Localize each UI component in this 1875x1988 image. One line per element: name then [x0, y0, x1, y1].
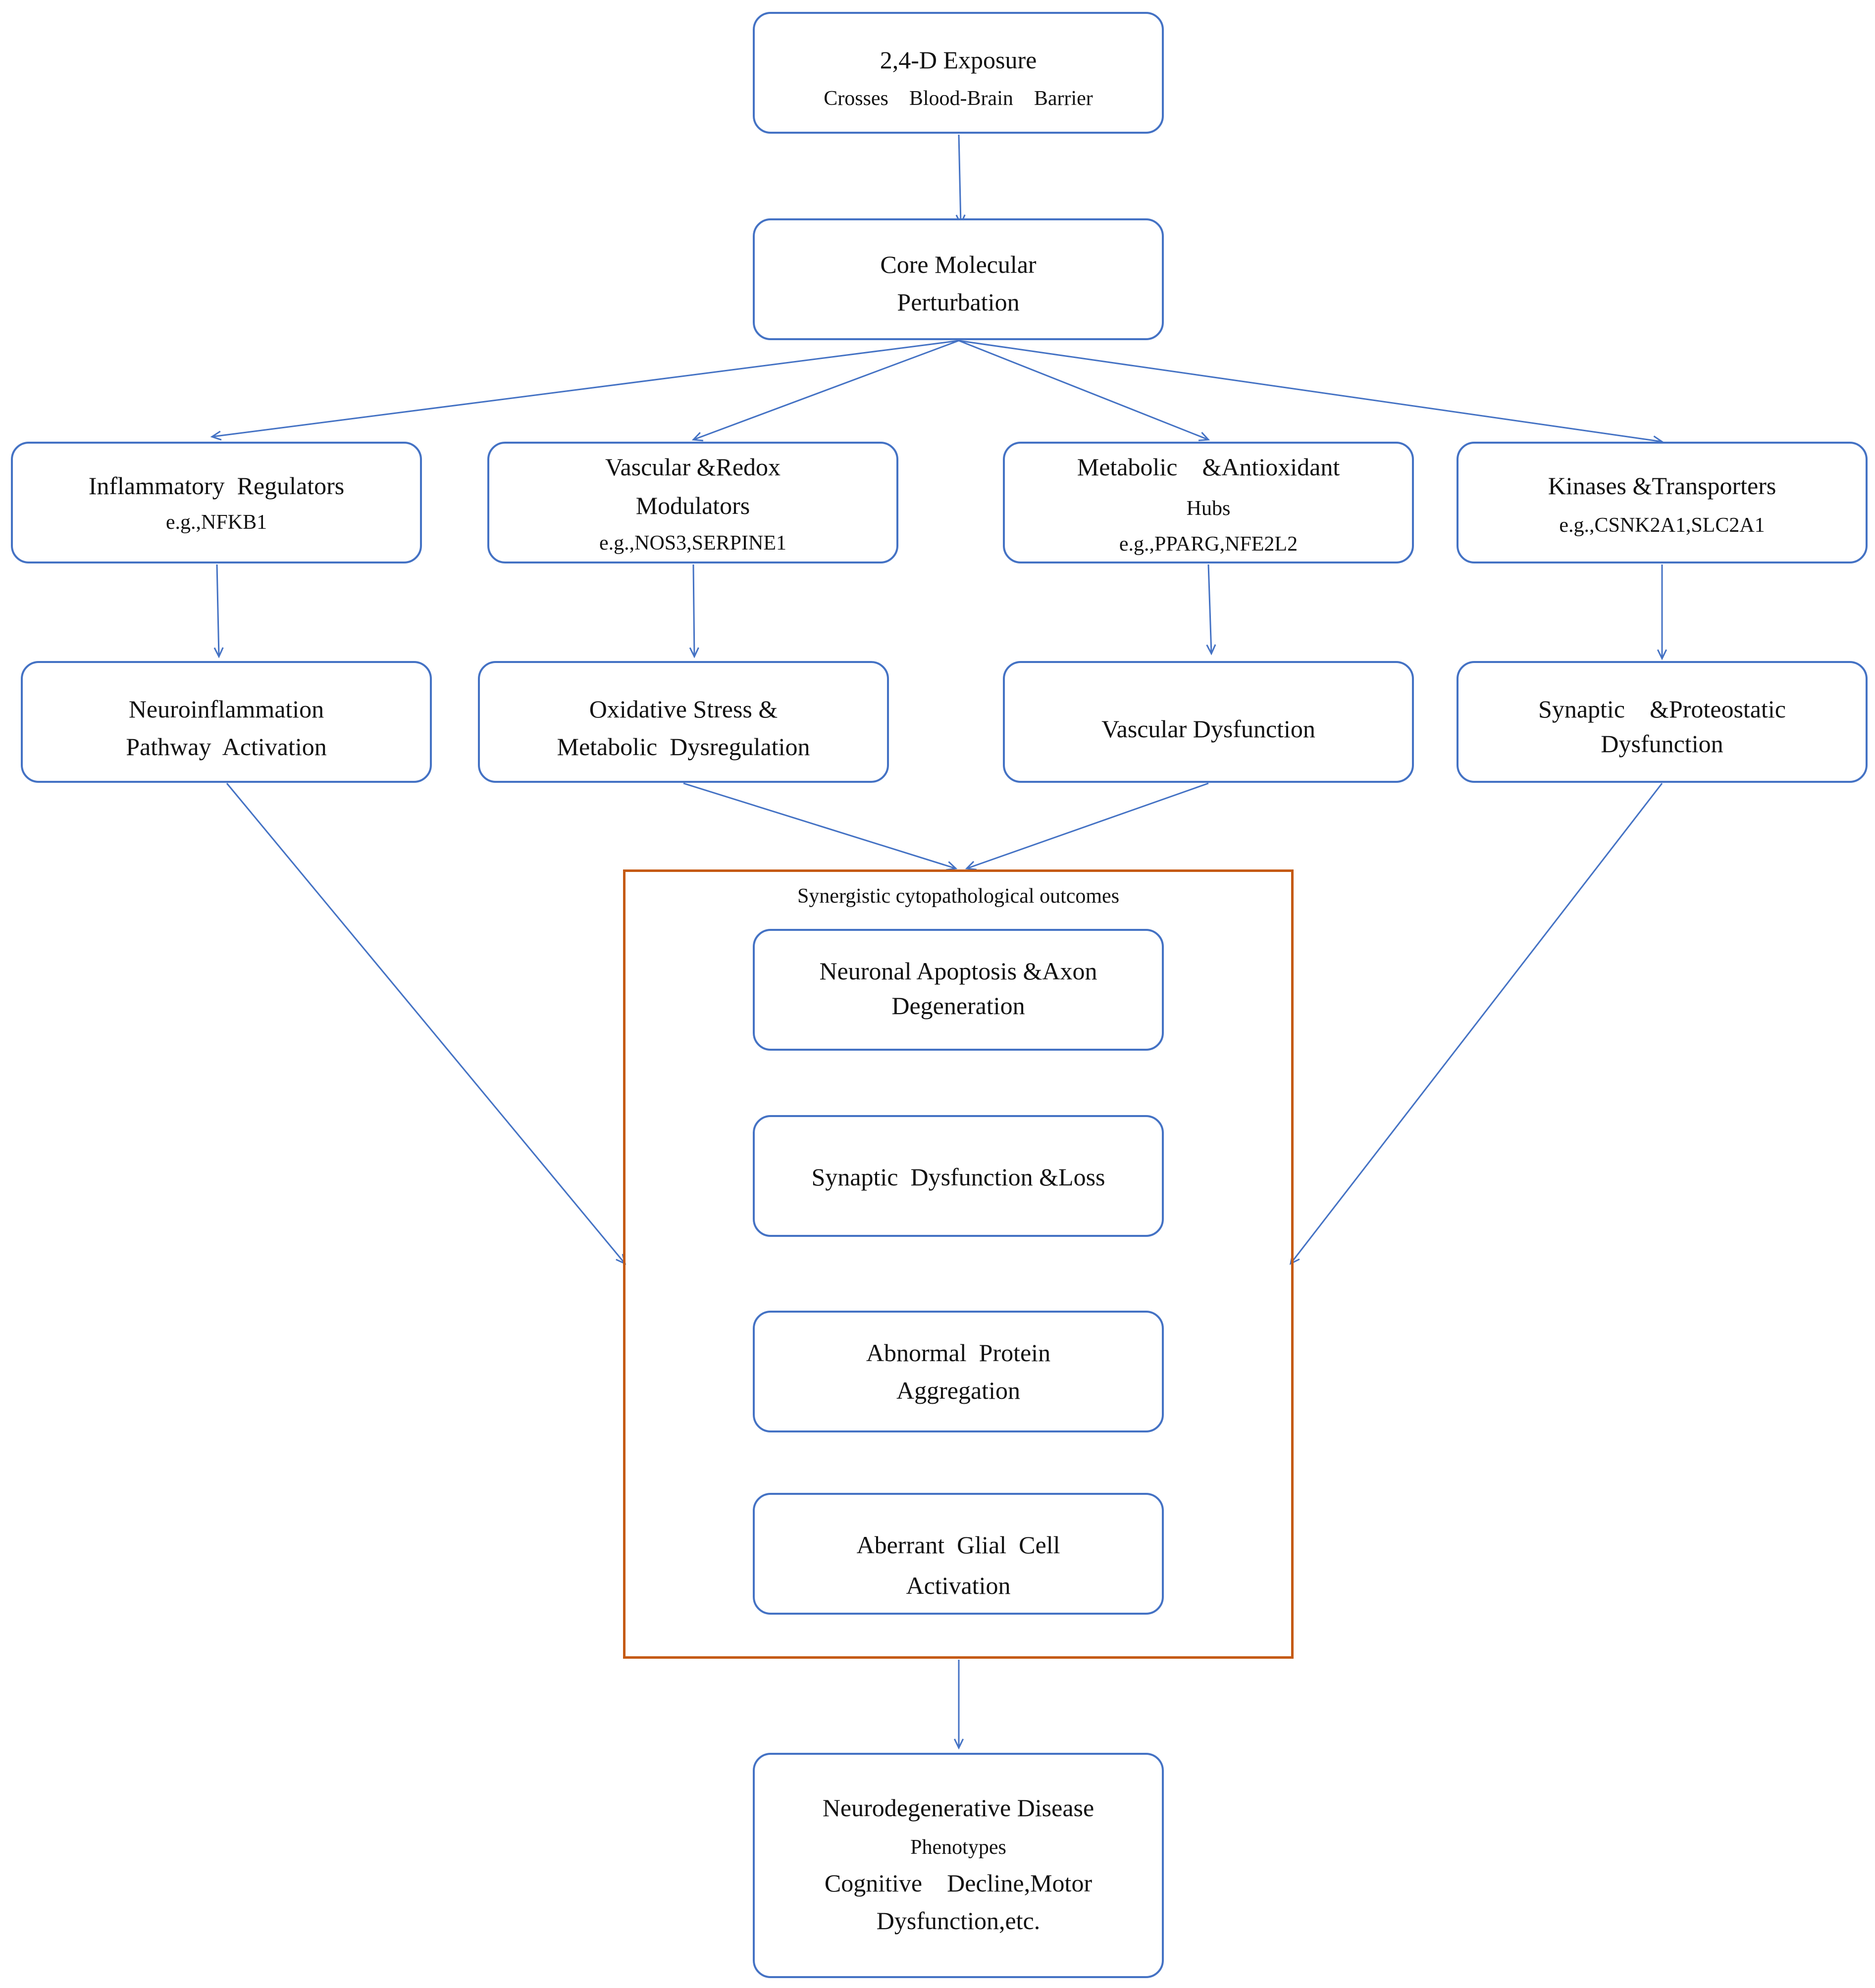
neuronal-apoptosis-line1: Neuronal Apoptosis &Axon	[819, 957, 1097, 985]
exposure-title: 2,4-D Exposure	[880, 46, 1037, 74]
exposure-box: 2,4-D Exposure Crosses Blood-Brain Barri…	[753, 12, 1164, 134]
disease-phenotypes-box: Neurodegenerative Disease Phenotypes Cog…	[753, 1753, 1164, 1978]
core-perturbation-line2: Perturbation	[897, 288, 1020, 316]
vascular-dysfunction-box: Vascular Dysfunction	[1003, 661, 1414, 783]
synergistic-outcomes-group: Synergistic cytopathological outcomes	[623, 869, 1294, 1659]
arrow-core-to-vascular-redox	[691, 340, 959, 442]
disease-phenotypes-line1: Neurodegenerative Disease	[822, 1794, 1094, 1822]
arrow-kinases-to-synaptic-proteostatic	[1657, 564, 1667, 661]
glial-activation-line2: Activation	[906, 1572, 1011, 1599]
arrow-oxidative-to-group	[683, 782, 958, 871]
arrow-core-to-kinases	[958, 340, 1664, 446]
protein-aggregation-box: Abnormal Protein Aggregation	[753, 1311, 1164, 1432]
arrow-group-to-disease	[953, 1660, 964, 1750]
synergistic-outcomes-title: Synergistic cytopathological outcomes	[797, 885, 1120, 908]
synaptic-loss-label: Synaptic Dysfunction &Loss	[811, 1163, 1105, 1191]
metabolic-antioxidant-example: e.g.,PPARG,NFE2L2	[1119, 533, 1298, 556]
synaptic-proteostatic-line2: Dysfunction	[1601, 730, 1723, 758]
inflammatory-regulators-title: Inflammatory Regulators	[88, 472, 345, 500]
oxidative-stress-line1: Oxidative Stress &	[589, 695, 778, 723]
arrow-metabolic-to-vascular-dysfunction	[1206, 564, 1216, 656]
metabolic-antioxidant-title: Metabolic &Antioxidant	[1077, 453, 1340, 481]
glial-activation-box: Aberrant Glial Cell Activation	[753, 1493, 1164, 1615]
synaptic-proteostatic-line1: Synaptic &Proteostatic	[1538, 695, 1786, 723]
kinases-transporters-example: e.g.,CSNK2A1,SLC2A1	[1559, 514, 1765, 537]
inflammatory-regulators-box: Inflammatory Regulators e.g.,NFKB1	[11, 442, 422, 563]
protein-aggregation-line2: Aggregation	[896, 1376, 1020, 1404]
disease-phenotypes-line4: Dysfunction,etc.	[876, 1907, 1041, 1935]
core-perturbation-line1: Core Molecular	[880, 251, 1037, 278]
arrow-vascular-redox-to-oxidative	[689, 564, 699, 659]
synaptic-loss-box: Synaptic Dysfunction &Loss	[753, 1115, 1164, 1237]
protein-aggregation-line1: Abnormal Protein	[866, 1339, 1051, 1367]
synaptic-proteostatic-box: Synaptic &Proteostatic Dysfunction	[1457, 661, 1868, 783]
neuroinflammation-box: Neuroinflammation Pathway Activation	[21, 661, 432, 783]
arrow-synaptic-proteostatic-to-group	[1289, 783, 1663, 1265]
arrow-core-to-inflammatory	[210, 340, 959, 441]
arrow-vascular-dysfunction-to-group	[965, 782, 1209, 870]
kinases-transporters-title: Kinases &Transporters	[1548, 472, 1776, 500]
metabolic-antioxidant-box: Metabolic &Antioxidant Hubs e.g.,PPARG,N…	[1003, 442, 1414, 563]
oxidative-stress-box: Oxidative Stress & Metabolic Dysregulati…	[478, 661, 889, 783]
oxidative-stress-line2: Metabolic Dysregulation	[557, 733, 810, 761]
kinases-transporters-box: Kinases &Transporters e.g.,CSNK2A1,SLC2A…	[1457, 442, 1868, 563]
inflammatory-regulators-example: e.g.,NFKB1	[165, 511, 267, 534]
neuronal-apoptosis-box: Neuronal Apoptosis &Axon Degeneration	[753, 929, 1164, 1051]
arrow-exposure-to-core	[955, 134, 966, 226]
arrow-inflammatory-to-neuroinflammation	[213, 564, 224, 659]
glial-activation-line1: Aberrant Glial Cell	[856, 1531, 1060, 1559]
vascular-dysfunction-label: Vascular Dysfunction	[1101, 715, 1315, 743]
neuroinflammation-line1: Neuroinflammation	[128, 695, 324, 723]
vascular-redox-title: Vascular &Redox	[605, 453, 781, 481]
core-perturbation-box: Core Molecular Perturbation	[753, 218, 1164, 340]
disease-phenotypes-line2: Phenotypes	[910, 1836, 1006, 1859]
vascular-redox-box: Vascular &Redox Modulators e.g.,NOS3,SER…	[487, 442, 898, 563]
neuroinflammation-line2: Pathway Activation	[126, 733, 327, 761]
metabolic-antioxidant-subtitle: Hubs	[1186, 497, 1231, 520]
neuronal-apoptosis-line2: Degeneration	[891, 992, 1025, 1019]
arrow-neuroinflammation-to-group	[226, 783, 626, 1265]
arrow-core-to-metabolic	[958, 340, 1210, 441]
disease-phenotypes-line3: Cognitive Decline,Motor	[824, 1869, 1093, 1897]
vascular-redox-example: e.g.,NOS3,SERPINE1	[599, 532, 787, 555]
exposure-subtitle: Crosses Blood-Brain Barrier	[824, 87, 1093, 110]
vascular-redox-subtitle: Modulators	[635, 492, 750, 519]
